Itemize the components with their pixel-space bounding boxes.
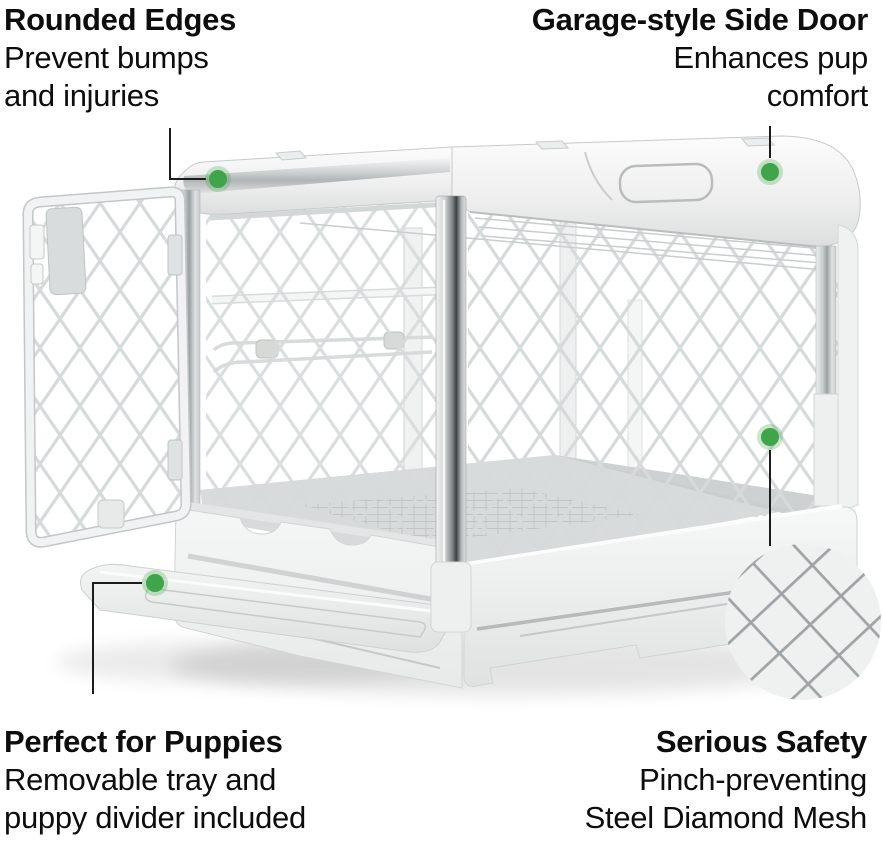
tray-slot	[187, 553, 437, 603]
top-tab	[274, 150, 308, 161]
right-post-chrome	[815, 245, 837, 397]
front-right-post	[430, 195, 472, 633]
callout-text: and injuries	[4, 78, 159, 113]
callout-dot-side-door	[761, 163, 779, 181]
callout-line-rounded-edges	[169, 128, 206, 180]
callout-text: Steel Diamond Mesh	[584, 800, 868, 835]
top-tab	[534, 140, 570, 150]
open-side-door	[22, 186, 192, 548]
mesh-zoom-inset	[725, 544, 881, 700]
callout-title: Rounded Edges	[4, 2, 237, 37]
callout-dot-puppies	[146, 574, 164, 592]
callout-title: Garage-style Side Door	[531, 2, 869, 37]
side-mesh-panel	[468, 212, 838, 562]
door-latch-slider	[29, 224, 45, 260]
tray-body	[80, 563, 455, 653]
door-latch-slider	[30, 263, 44, 285]
right-corner-shell	[837, 224, 859, 513]
top-frame	[173, 135, 861, 248]
callout-annotations	[92, 126, 783, 694]
callout-text: comfort	[766, 78, 869, 113]
callout-title: Perfect for Puppies	[4, 724, 283, 759]
post-foot	[430, 561, 472, 633]
callout-rounded-edges: Rounded Edges Prevent bumps and injuries	[4, 1, 236, 115]
top-handle	[618, 162, 714, 204]
mesh-zoom-pattern	[725, 544, 881, 700]
callout-text: Enhances pup	[673, 40, 868, 75]
callout-side-door: Garage-style Side Door Enhances pup comf…	[531, 1, 869, 115]
callout-title: Serious Safety	[655, 724, 867, 759]
rounded-edge-strip	[183, 158, 450, 194]
tray-crease	[144, 587, 427, 638]
top-tab	[740, 137, 776, 147]
callout-text: Prevent bumps	[4, 40, 209, 75]
ceiling-grid	[209, 201, 836, 272]
right-post-lower	[813, 393, 839, 507]
callout-safety: Serious Safety Pinch-preventing Steel Di…	[584, 723, 868, 837]
door-hinge	[167, 234, 183, 276]
door-hinge	[167, 439, 183, 481]
callout-text: puppy divider included	[4, 800, 306, 835]
callout-line-puppies	[92, 582, 142, 694]
front-mesh-panel	[206, 202, 436, 562]
callout-dot-rounded-edges	[209, 170, 227, 188]
side-top-rail	[451, 135, 861, 248]
door-frame-tube	[23, 187, 191, 547]
callout-dot-safety	[761, 428, 779, 446]
door-bottom-hinge	[97, 499, 125, 529]
mesh-panels	[206, 202, 838, 562]
callout-text: Removable tray and	[4, 762, 277, 797]
callout-text: Pinch-preventing	[639, 762, 867, 797]
door-latch-plate	[45, 206, 87, 296]
callout-puppies: Perfect for Puppies Removable tray and p…	[4, 723, 306, 837]
